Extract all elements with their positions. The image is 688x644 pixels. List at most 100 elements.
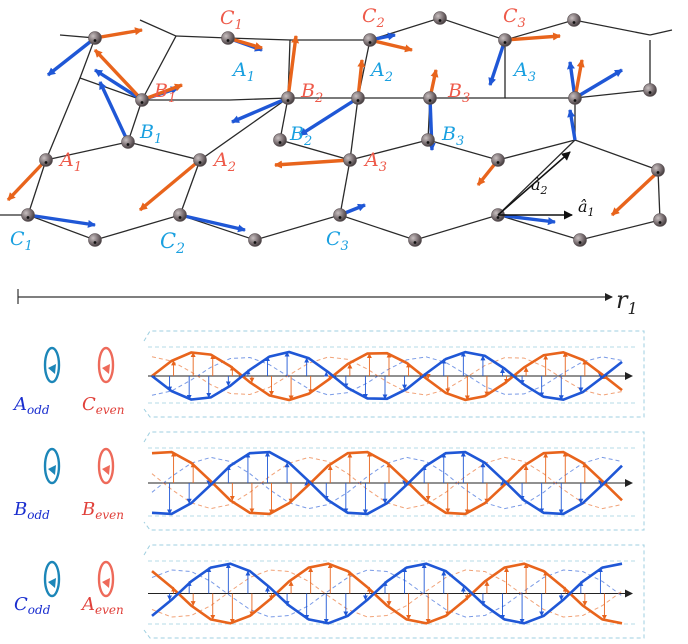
blue-displacement-arrow [574,68,623,100]
label-blue-a3: A3 [512,59,536,85]
atom-core [286,99,290,102]
atom [121,135,135,149]
bond-line [505,40,651,99]
blue-displacement-arrow [27,213,96,228]
atom-core [648,91,652,94]
legend-c-odd: Codd [14,594,51,617]
orange-displacement-arrow [286,35,300,99]
orange-mode-curve [151,562,623,625]
atom-core [496,161,500,164]
panel-2 [43,431,645,531]
label-orange-c3: C3 [503,5,526,31]
atom-core [572,21,576,24]
atom [491,153,505,167]
blue-displacement-arrow [488,39,507,86]
atom-core [93,241,97,244]
label-blue-a2: A2 [369,59,393,85]
label-orange-a3: A3 [363,149,387,175]
atom-core [578,241,582,244]
blue-displacement-arrow [94,68,143,102]
atom [173,208,187,222]
mode-panels [43,330,645,639]
displacement-arrows [6,27,662,233]
odd-rotation-icon-arrowhead [48,364,56,374]
atom-core [496,216,500,219]
atom-core [93,39,97,42]
atom [21,208,35,222]
blue-mode-curve [151,562,623,625]
r1-axis-label: r1 [616,286,638,318]
even-rotation-icon [97,346,115,384]
atom [88,31,102,45]
legend-c-even: Ceven [82,394,125,417]
orange-mode-curve [151,450,623,516]
blue-displacement-arrow [179,213,246,233]
blue-dashed-curve [151,356,623,396]
lattice-atoms [21,11,667,247]
atom [643,83,657,97]
atom-core [413,241,417,244]
atom [281,91,295,105]
orange-displacement-arrow [274,158,351,169]
bond-line [339,159,351,216]
atom-core [44,161,48,164]
label-orange-b3: B3 [447,80,470,106]
label-orange-b1: B1 [153,80,176,106]
panel-1 [43,330,645,418]
atom-core [178,216,182,219]
atom-core [278,141,282,144]
odd-rotation-icon [43,346,61,384]
even-rotation-icon [97,560,115,598]
atom-core [356,99,360,102]
atom [333,208,347,222]
atom [351,91,365,105]
atom [408,233,422,247]
atom [421,133,435,147]
bond-line [27,77,661,241]
atom [363,33,377,47]
legend-a-odd: Aodd [12,394,50,417]
orange-mode-curve [151,350,623,402]
odd-rotation-icon-arrowhead [48,465,56,475]
atom [573,233,587,247]
atom [568,91,582,105]
label-orange-c2: C2 [362,5,385,31]
label-blue-b3: B3 [441,123,464,149]
vector-a2-arrow [497,151,571,216]
atom-core [348,161,352,164]
bond-line [649,29,673,36]
atom [567,13,581,27]
atom-core [573,99,577,102]
atom [498,33,512,47]
atom [39,153,53,167]
atom [135,93,149,107]
atom-core [26,216,30,219]
legend-a-even: Aeven [80,594,124,617]
blue-displacement-arrow [231,96,289,124]
label-orange-a1: A1 [58,149,82,175]
atom-core [253,241,257,244]
orange-displacement-arrow [94,27,143,40]
bond-line [349,97,431,161]
even-rotation-icon [97,447,115,485]
atom [433,11,447,25]
legend-b-odd: Bodd [13,499,50,522]
atom-core [438,19,442,22]
orange-displacement-arrow [141,83,183,102]
atom [88,233,102,247]
blue-displacement-arrow [567,109,577,141]
blue-displacement-arrow [98,81,130,143]
atom-core [198,161,202,164]
orange-dashed-curve [151,569,623,618]
r1-axis: r1 [17,286,638,318]
atom-core [338,216,342,219]
odd-rotation-icon [43,560,61,598]
orange-displacement-arrow [504,32,561,42]
panel-frame [143,431,645,531]
atom-core [656,171,660,174]
panel-frame [143,544,645,639]
even-rotation-icon-arrowhead [102,465,110,475]
atom-core [140,101,144,104]
label-blue-c2: C2 [160,229,185,257]
